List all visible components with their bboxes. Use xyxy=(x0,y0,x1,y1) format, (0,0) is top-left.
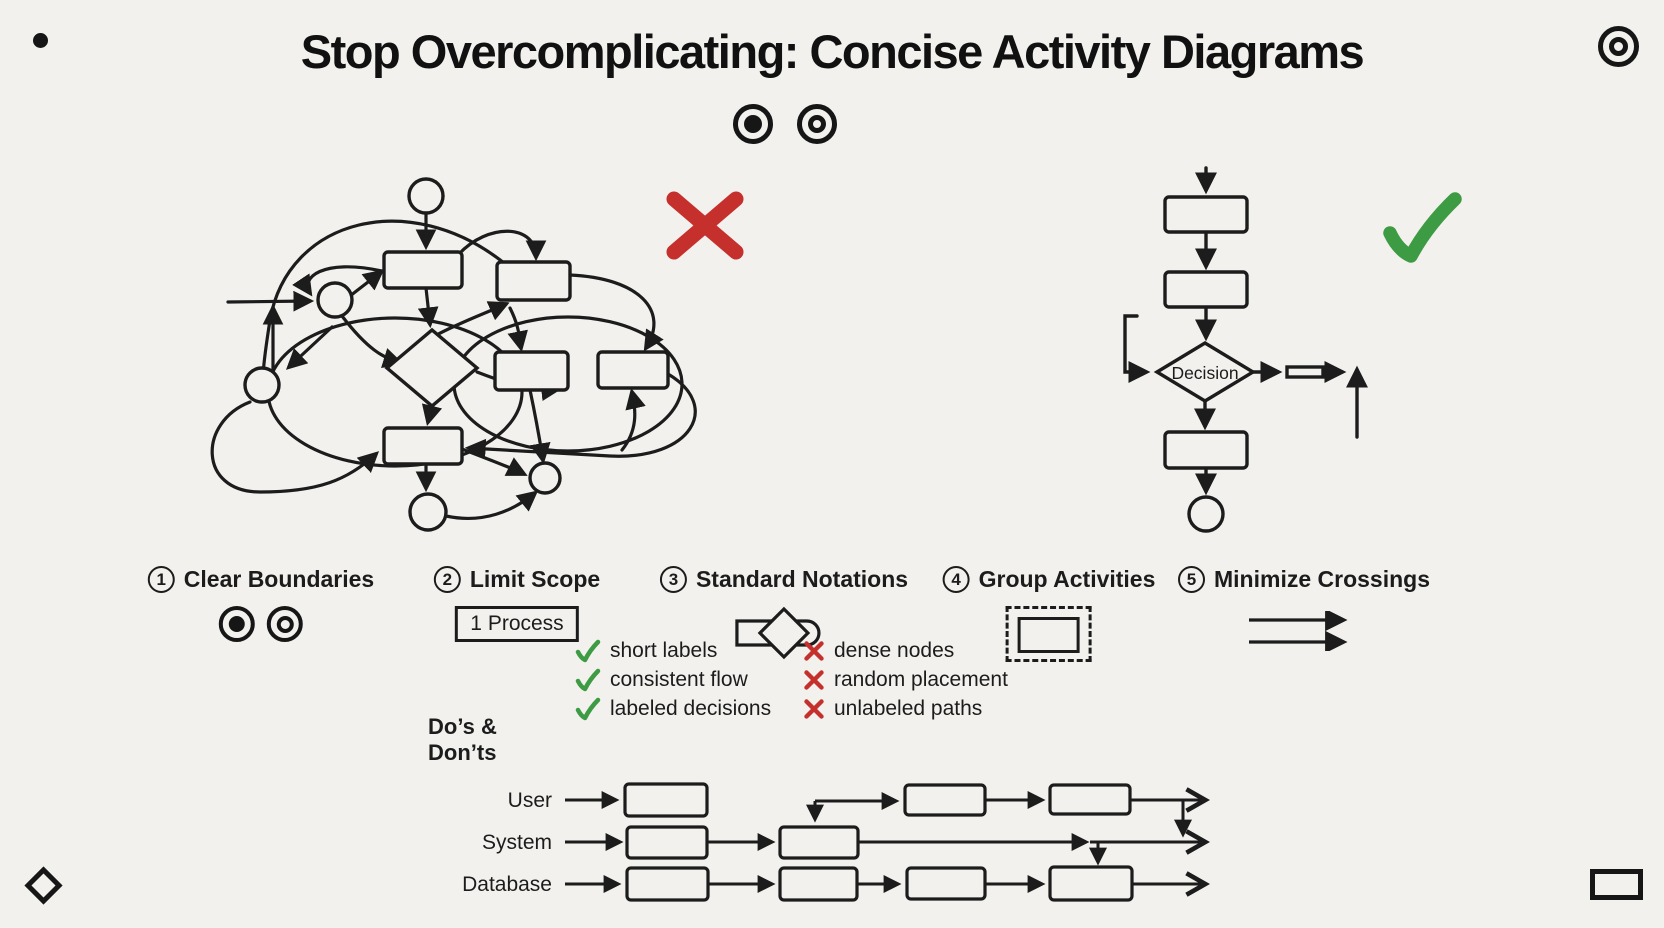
check-icon xyxy=(575,697,601,721)
activity-final-node-icon xyxy=(218,606,255,642)
donts-item: random placement xyxy=(803,668,1008,691)
database-action xyxy=(905,866,987,901)
swimlane-edges xyxy=(565,787,1210,897)
user-action xyxy=(623,782,709,818)
x-mark-icon xyxy=(666,191,744,260)
principle-label: Standard Notations xyxy=(695,566,909,592)
number-badge: 4 xyxy=(942,566,970,593)
header-node-icons xyxy=(733,104,837,144)
x-icon xyxy=(804,641,824,661)
clean-nodes xyxy=(1153,195,1325,533)
user-action xyxy=(903,783,987,817)
user-action xyxy=(1048,783,1132,816)
flow-final-node-icon xyxy=(266,606,303,642)
action-node xyxy=(1163,195,1249,234)
node-circle xyxy=(528,461,562,495)
principle-minimize-crossings: 5 Minimize Crossings xyxy=(1178,566,1430,651)
x-icon xyxy=(804,670,824,690)
principle-label: Minimize Crossings xyxy=(1214,566,1430,592)
principle-label: Limit Scope xyxy=(469,566,601,592)
database-action xyxy=(625,866,710,902)
principle-clear-boundaries: 1 Clear Boundaries xyxy=(147,566,375,642)
clean-edges xyxy=(1123,166,1369,496)
corner-rectangle-icon xyxy=(1590,869,1643,900)
check-icon xyxy=(575,668,601,692)
decision-label: Decision xyxy=(1171,363,1238,383)
lane-label-user: User xyxy=(507,789,552,812)
node-circle xyxy=(316,281,354,319)
boundary-nodes-icon xyxy=(148,606,374,642)
inner-ring xyxy=(1609,37,1628,56)
page-title: Stop Overcomplicating: Concise Activity … xyxy=(300,25,1365,78)
number-badge: 1 xyxy=(147,566,175,593)
dos-item: short labels xyxy=(575,639,771,663)
number-badge: 3 xyxy=(659,566,687,593)
node-circle xyxy=(243,366,281,404)
action-node xyxy=(1163,270,1249,309)
action-node xyxy=(493,350,570,392)
x-icon xyxy=(804,699,824,719)
system-action xyxy=(625,825,709,860)
dos-list: short labels consistent flow labeled dec… xyxy=(575,639,771,721)
lane-label-database: Database xyxy=(462,873,552,896)
principle-standard-notations: 3 Standard Notations xyxy=(659,566,909,660)
flow-final-node-icon xyxy=(797,104,837,144)
donts-item: dense nodes xyxy=(803,639,1008,662)
action-node xyxy=(495,260,572,302)
start-node xyxy=(407,177,445,215)
activity-final-node-icon xyxy=(733,104,773,144)
swimlane-diagram xyxy=(565,782,1210,902)
corner-dot-icon xyxy=(33,33,48,48)
number-badge: 2 xyxy=(433,566,461,593)
end-node xyxy=(1187,495,1225,533)
action-node xyxy=(382,426,464,466)
action-node xyxy=(382,250,464,290)
principle-limit-scope: 2 Limit Scope 1 Process xyxy=(433,566,601,642)
action-node xyxy=(596,350,670,390)
check-mark-icon xyxy=(1383,192,1462,263)
donts-item: unlabeled paths xyxy=(803,697,1008,720)
number-badge: 5 xyxy=(1178,566,1206,593)
donts-list: dense nodes random placement unlabeled p… xyxy=(803,639,1008,720)
action-node xyxy=(1163,430,1249,470)
check-icon xyxy=(575,639,601,663)
dos-donts-heading: Do’s & Don’ts xyxy=(428,714,497,765)
end-node xyxy=(408,492,448,532)
system-action xyxy=(778,825,860,860)
lane-label-system: System xyxy=(481,831,552,854)
decision-node xyxy=(384,327,480,409)
database-action xyxy=(778,866,859,902)
swimlane-nodes xyxy=(623,782,1134,902)
decision-node xyxy=(1153,341,1257,403)
grouped-activity-icon xyxy=(1005,606,1092,662)
one-process-box-icon: 1 Process xyxy=(455,606,579,642)
corner-diamond-icon xyxy=(24,866,63,905)
parallel-arrows-icon xyxy=(1248,611,1348,651)
corner-double-circle-icon xyxy=(1598,26,1639,67)
messy-activity-diagram xyxy=(210,177,697,532)
principle-label: Group Activities xyxy=(978,566,1156,592)
dos-item: labeled decisions xyxy=(575,697,771,721)
sync-bar xyxy=(1285,365,1325,379)
dos-item: consistent flow xyxy=(575,668,771,692)
principle-label: Clear Boundaries xyxy=(183,566,375,592)
clean-activity-diagram: Decision xyxy=(1123,166,1369,533)
database-action xyxy=(1048,865,1134,902)
messy-nodes xyxy=(243,177,670,532)
principle-group-activities: 4 Group Activities xyxy=(942,566,1156,662)
